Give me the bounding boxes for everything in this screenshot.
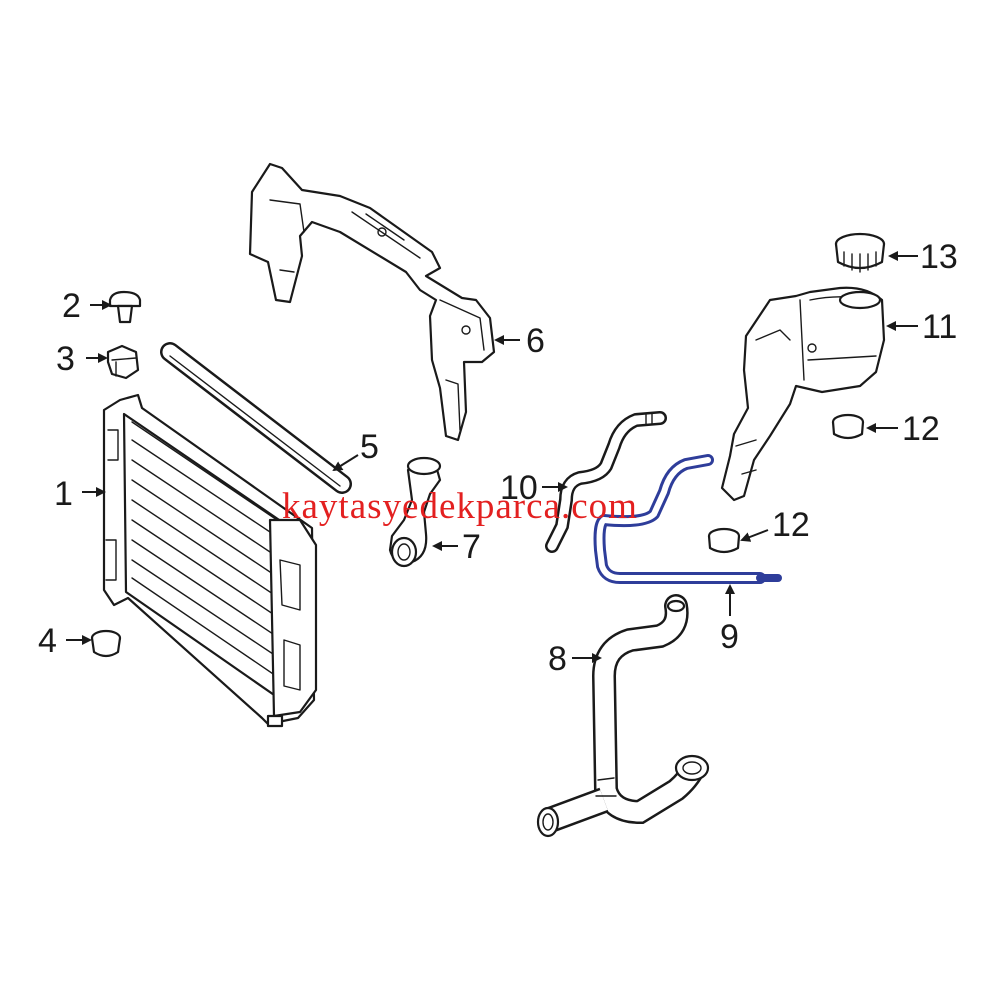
callout-4: 4 xyxy=(38,622,57,660)
vent-hose-highlighted-part[interactable] xyxy=(593,454,782,584)
radiator-support-bracket-part[interactable] xyxy=(248,162,496,442)
push-pin-part[interactable] xyxy=(108,290,142,324)
tank-cap-part[interactable] xyxy=(834,232,886,273)
callout-labels: 1 2 3 4 5 6 7 8 9 10 11 12 12 13 xyxy=(38,238,958,678)
callout-8: 8 xyxy=(548,640,567,678)
callout-13: 13 xyxy=(920,238,958,276)
lower-coolant-pipe-part[interactable] xyxy=(536,594,710,838)
callout-leaders xyxy=(66,251,918,663)
expansion-tank-part[interactable] xyxy=(720,286,886,502)
callout-2: 2 xyxy=(62,287,81,325)
callout-3: 3 xyxy=(56,340,75,378)
callout-5: 5 xyxy=(360,428,379,466)
tank-grommet-lower-part[interactable] xyxy=(707,527,741,554)
callout-11: 11 xyxy=(922,308,957,346)
callout-6: 6 xyxy=(526,322,545,360)
callout-12-upper: 12 xyxy=(902,410,940,448)
callout-10: 10 xyxy=(500,469,538,507)
upper-mount-bushing-part[interactable] xyxy=(106,344,140,380)
leader-5 xyxy=(332,454,359,472)
short-coolant-hose-part[interactable] xyxy=(388,456,442,568)
callout-12-lower: 12 xyxy=(772,506,810,544)
leader-12-lower xyxy=(740,529,769,542)
callout-1: 1 xyxy=(54,475,73,513)
lower-mount-bushing-part[interactable] xyxy=(90,629,122,658)
seal-strip-part[interactable] xyxy=(160,342,352,494)
watermark-text: kaytasyedekparca.com xyxy=(282,486,638,527)
tank-grommet-upper-part[interactable] xyxy=(831,413,865,440)
radiator-part[interactable] xyxy=(102,393,318,728)
callout-7: 7 xyxy=(462,528,481,566)
callout-9: 9 xyxy=(720,618,739,656)
